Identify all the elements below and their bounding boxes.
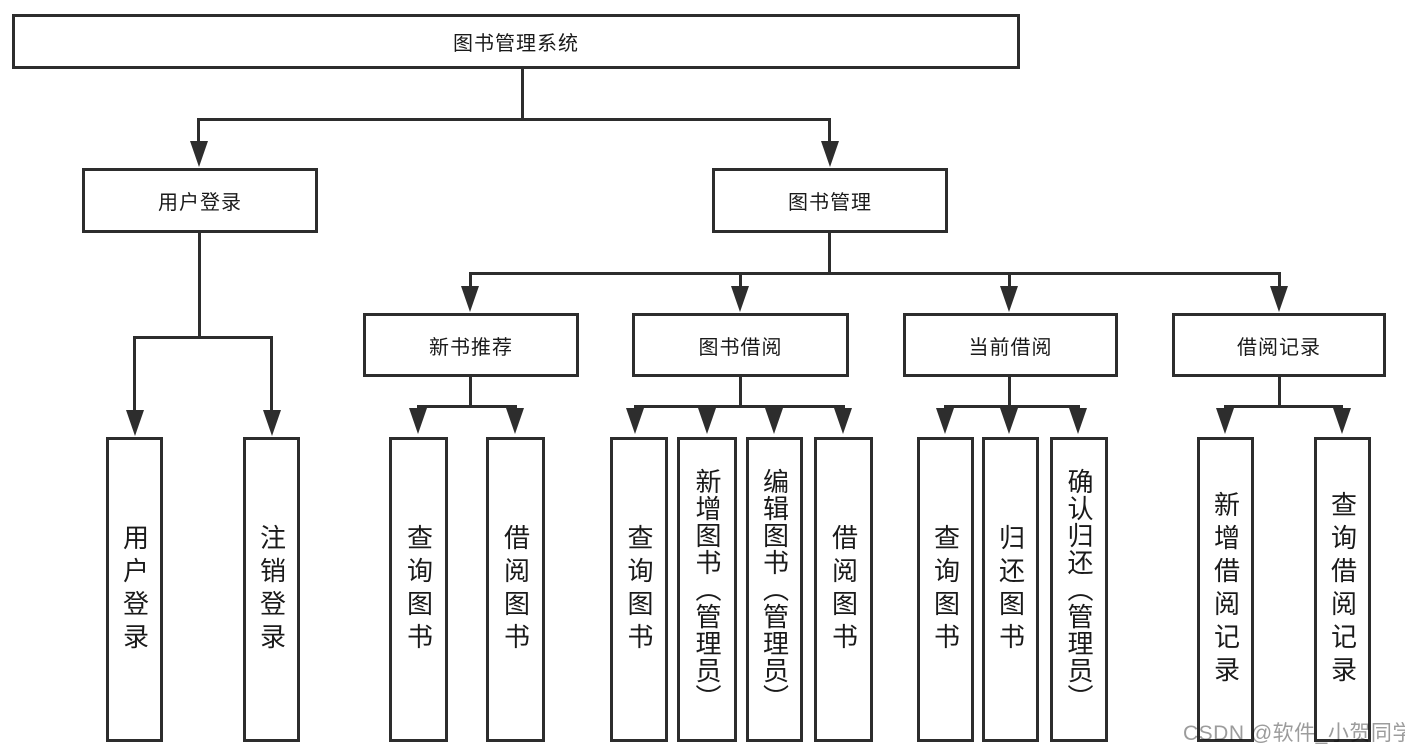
arrowhead	[506, 408, 524, 434]
node-label: 图书管理系统	[453, 33, 579, 55]
arrowhead	[1000, 286, 1018, 312]
arrowhead	[1333, 408, 1351, 434]
connector-line	[1008, 272, 1011, 290]
node-new-book-recommend: 新书推荐	[363, 313, 579, 377]
leaf-label: 查询图书	[403, 523, 434, 656]
arrowhead	[263, 410, 281, 436]
leaf-records-query: 查询借阅记录	[1314, 437, 1371, 742]
leaf-borrow-borrow: 借阅图书	[814, 437, 873, 742]
arrowhead	[936, 408, 954, 434]
leaf-borrow-add-admin: 新增图书（管理员）	[677, 437, 737, 742]
node-label: 借阅记录	[1237, 336, 1321, 359]
leaf-current-confirm-admin: 确认归还（管理员）	[1050, 437, 1108, 742]
node-label: 新书推荐	[429, 336, 513, 359]
connector-line	[197, 118, 831, 121]
arrowhead	[190, 141, 208, 167]
connector-line	[133, 336, 273, 339]
connector-line	[270, 336, 273, 414]
node-book-management: 图书管理	[712, 168, 948, 233]
leaf-logout: 注销登录	[243, 437, 300, 742]
arrowhead	[731, 286, 749, 312]
leaf-newbooks-borrow: 借阅图书	[486, 437, 545, 742]
node-root-system: 图书管理系统	[12, 14, 1020, 69]
connector-line	[1008, 377, 1011, 408]
connector-line	[828, 233, 831, 275]
node-label: 用户登录	[158, 192, 242, 214]
leaf-label: 编辑图书（管理员）	[759, 468, 790, 711]
arrowhead	[834, 408, 852, 434]
leaf-current-query: 查询图书	[917, 437, 974, 742]
arrowhead	[126, 410, 144, 436]
leaf-label: 借阅图书	[828, 523, 859, 656]
arrowhead	[1000, 408, 1018, 434]
node-book-borrow: 图书借阅	[632, 313, 849, 377]
leaf-label: 查询图书	[930, 523, 961, 656]
arrowhead	[1216, 408, 1234, 434]
leaf-label: 用户登录	[119, 523, 150, 656]
connector-line	[197, 118, 200, 144]
leaf-label: 借阅图书	[500, 523, 531, 656]
node-borrow-records: 借阅记录	[1172, 313, 1386, 377]
arrowhead	[821, 141, 839, 167]
leaf-newbooks-query: 查询图书	[389, 437, 448, 742]
connector-line	[1224, 405, 1343, 408]
node-label: 图书借阅	[698, 336, 783, 359]
connector-line	[739, 377, 742, 408]
arrowhead	[698, 408, 716, 434]
connector-line	[417, 405, 517, 408]
node-label: 图书管理	[788, 192, 872, 214]
connector-line	[469, 377, 472, 408]
arrowhead	[765, 408, 783, 434]
arrowhead	[461, 286, 479, 312]
connector-line	[1278, 377, 1281, 408]
leaf-label: 确认归还（管理员）	[1064, 468, 1094, 711]
leaf-label: 新增图书（管理员）	[692, 468, 722, 711]
connector-line	[198, 233, 201, 339]
leaf-label: 查询图书	[624, 523, 654, 656]
connector-line	[1278, 272, 1281, 290]
node-label: 当前借阅	[968, 336, 1053, 359]
leaf-borrow-edit-admin: 编辑图书（管理员）	[746, 437, 803, 742]
connector-line	[469, 272, 472, 290]
arrowhead	[626, 408, 644, 434]
arrowhead	[1270, 286, 1288, 312]
connector-line	[828, 118, 831, 144]
connector-line	[521, 68, 524, 120]
leaf-borrow-query: 查询图书	[610, 437, 668, 742]
node-user-login: 用户登录	[82, 168, 318, 233]
leaf-label: 注销登录	[256, 523, 287, 656]
leaf-label: 查询借阅记录	[1327, 490, 1358, 689]
leaf-current-return: 归还图书	[982, 437, 1039, 742]
leaf-label: 归还图书	[995, 523, 1026, 656]
connector-line	[469, 272, 1281, 275]
arrowhead	[1069, 408, 1087, 434]
connector-line	[634, 405, 845, 408]
csdn-watermark: CSDN @软件_小贺同学	[1183, 722, 1405, 745]
leaf-records-add: 新增借阅记录	[1197, 437, 1254, 742]
leaf-label: 新增借阅记录	[1210, 490, 1241, 689]
arrowhead	[409, 408, 427, 434]
connector-line	[944, 405, 1080, 408]
connector-line	[133, 336, 136, 414]
connector-line	[739, 272, 742, 290]
node-current-borrow: 当前借阅	[903, 313, 1118, 377]
leaf-user-login: 用户登录	[106, 437, 163, 742]
